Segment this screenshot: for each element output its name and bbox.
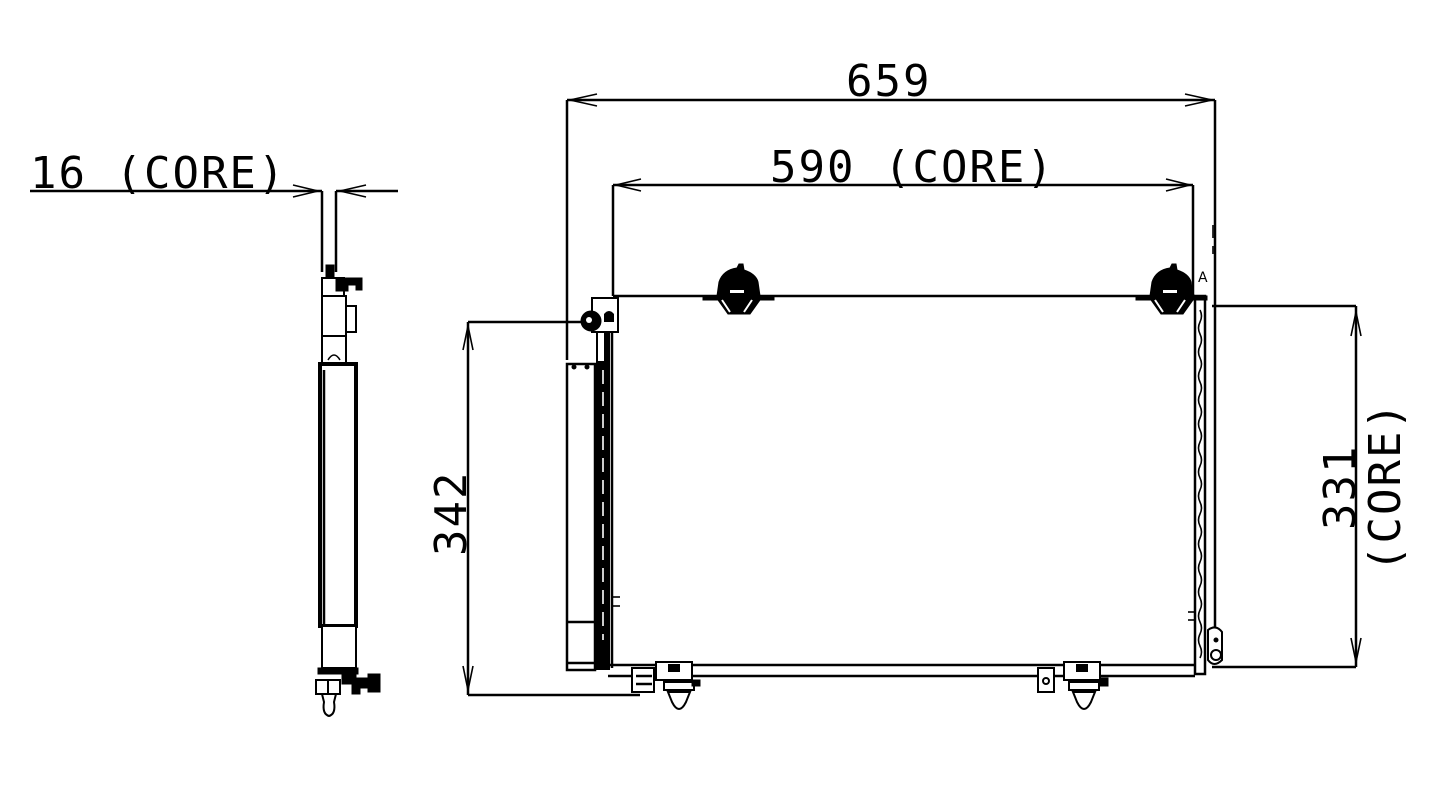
bottom-bracket-left (631, 661, 701, 710)
dimension-label-core-height-suffix: (CORE) (1360, 401, 1411, 572)
dimension-core-width: 590 (CORE) (611, 142, 1195, 296)
dimension-overall-width: 659 (565, 56, 1217, 360)
front-view: 659 590 (CORE) 342 (426, 56, 1411, 710)
side-view: 16 (CORE) (30, 148, 398, 718)
dimension-label-core-height: 331 (1315, 445, 1366, 530)
top-bracket-right (1135, 263, 1208, 315)
dimension-overall-height: 342 (426, 320, 640, 697)
top-bracket-left (702, 263, 775, 315)
condenser-core: A (565, 270, 1217, 678)
dimension-label-overall-width: 659 (846, 56, 931, 107)
corner-marker: A (1198, 270, 1208, 286)
dimension-core-thickness: 16 (CORE) (30, 148, 398, 272)
inlet-fitting (580, 297, 619, 363)
dimension-core-height: 331 (CORE) (1212, 304, 1411, 669)
side-view-body (315, 264, 381, 718)
dimension-label-overall-height: 342 (426, 471, 477, 556)
outlet-fitting (1207, 626, 1223, 665)
bottom-bracket-right (1037, 661, 1109, 710)
